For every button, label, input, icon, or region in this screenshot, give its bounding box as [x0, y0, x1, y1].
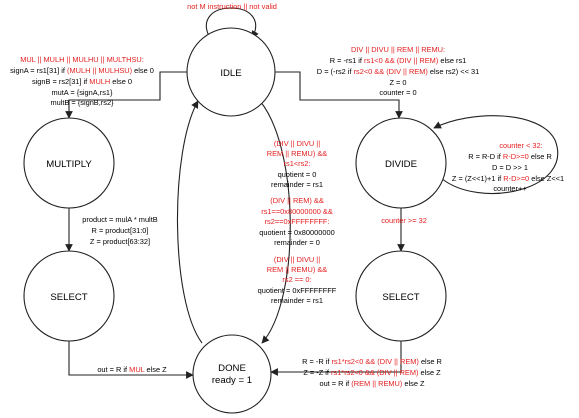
- done-to-idle-edge: [176, 100, 203, 344]
- mul-condition: MUL || MULH || MULHU || MULTHSU:: [20, 55, 144, 64]
- mut-a-assignment: mutA = {signA,rs1}: [51, 88, 113, 97]
- early-case-1-line-2: REM || REMU) &&: [267, 149, 328, 158]
- z-product-assignment: Z = product[63:32]: [90, 237, 150, 246]
- loop-r-assignment: R = R-D if R-D>=0 else R: [468, 152, 552, 161]
- div-r-assignment: R = -rs1 if rs1<0 && (DIV || REM) else r…: [330, 56, 467, 65]
- multiply-to-select-label: product = mulA * multB R = product[31:0]…: [82, 215, 157, 246]
- early-case-2-line-1: (DIV || REM) &&: [270, 196, 324, 205]
- early-case-1-line-1: (DIV || DIVU ||: [274, 139, 320, 148]
- idle-self-loop-condition: not M instruction || not valid: [187, 2, 277, 11]
- state-idle: IDLE: [186, 27, 276, 117]
- div-z-assignment: Z = 0: [389, 78, 406, 87]
- early-case-2-line-2: rs1==0x80000000 &&: [261, 207, 333, 216]
- state-select-div-label: SELECT: [382, 292, 419, 303]
- divide-loop-edge: [433, 115, 559, 195]
- early-case-3-line-3: rs2 == 0:: [282, 275, 311, 284]
- state-multiply: MULTIPLY: [23, 117, 115, 209]
- idle-to-done-edge: [259, 100, 291, 344]
- select-to-done-output: out = R if MUL else Z: [97, 365, 167, 374]
- select-div-to-done-label: R = -R if rs1*rs2<0 && (DIV || REM) else…: [302, 357, 442, 388]
- r-product-assignment: R = product[31:0]: [92, 226, 149, 235]
- state-divide-label: DIVIDE: [385, 159, 417, 170]
- early-case-3-line-2: REM || REMU) &&: [267, 265, 328, 274]
- early-case-3-remainder: remainder = rs1: [271, 296, 323, 305]
- idle-to-multiply-edge: [65, 71, 196, 119]
- final-out-assignment: out = R if (REM || REMU) else Z: [319, 379, 425, 388]
- sign-a-assignment: signA = rs1[31] if (MULH || MULHSU) else…: [10, 66, 154, 75]
- early-case-1-line-3: rs1<rs2:: [284, 159, 311, 168]
- loop-d-assignment: D = D >> 1: [492, 163, 528, 172]
- state-select-mul: SELECT: [23, 250, 115, 342]
- early-case-1-quotient: quotient = 0: [278, 170, 317, 179]
- idle-to-done-label: (DIV || DIVU || REM || REMU) && rs1<rs2:…: [258, 139, 337, 305]
- loop-counter-increment: counter++: [493, 184, 526, 193]
- loop-z-assignment: Z = (Z<<1)+1 if R-D>=0 else Z<<1: [452, 174, 564, 183]
- div-counter-assignment: counter = 0: [379, 88, 416, 97]
- state-divide: DIVIDE: [355, 117, 447, 209]
- early-case-2-quotient: quotient = 0x80000000: [259, 228, 334, 237]
- state-select-mul-label: SELECT: [50, 292, 87, 303]
- divide-loop-label: counter < 32: R = R-D if R-D>=0 else R D…: [452, 141, 564, 193]
- div-d-assignment: D = (-rs2 if rs2<0 && (DIV || REM) else …: [317, 67, 479, 76]
- state-done-label: DONE: [218, 363, 246, 374]
- early-case-2-remainder: remainder = 0: [274, 238, 320, 247]
- divide-to-select-condition: counter >= 32: [381, 216, 427, 225]
- select-div-to-done-edge: [270, 341, 402, 376]
- sign-b-assignment: signB = rs2[31] if MULH else 0: [32, 77, 132, 86]
- idle-self-loop-edge: [205, 7, 259, 39]
- early-case-1-remainder: remainder = rs1: [271, 180, 323, 189]
- mult-b-assignment: multB = {signB,rs2}: [50, 98, 114, 107]
- idle-to-multiply-label: MUL || MULH || MULHU || MULTHSU: signA =…: [10, 55, 154, 107]
- idle-to-divide-label: DIV || DIVU || REM || REMU: R = -rs1 if …: [317, 45, 479, 97]
- product-assignment: product = mulA * multB: [82, 215, 157, 224]
- divide-loop-condition: counter < 32:: [499, 141, 542, 150]
- state-multiply-label: MULTIPLY: [46, 159, 92, 170]
- idle-to-divide-edge: [274, 71, 403, 119]
- state-select-div: SELECT: [355, 250, 447, 342]
- early-case-2-line-3: rs2==0xFFFFFFFF:: [265, 217, 330, 226]
- state-idle-label: IDLE: [220, 68, 241, 79]
- div-condition: DIV || DIVU || REM || REMU:: [351, 45, 445, 54]
- state-done: DONE ready = 1: [192, 334, 272, 414]
- early-case-3-quotient: quotient = 0xFFFFFFFF: [258, 286, 337, 295]
- final-z-assignment: Z = -Z if rs1*rs2<0 && (DIV || REM) else…: [303, 368, 441, 377]
- final-r-assignment: R = -R if rs1*rs2<0 && (DIV || REM) else…: [302, 357, 442, 366]
- state-done-sublabel: ready = 1: [212, 375, 252, 386]
- select-to-done-edge: [68, 341, 194, 379]
- early-case-3-line-1: (DIV || DIVU ||: [274, 255, 320, 264]
